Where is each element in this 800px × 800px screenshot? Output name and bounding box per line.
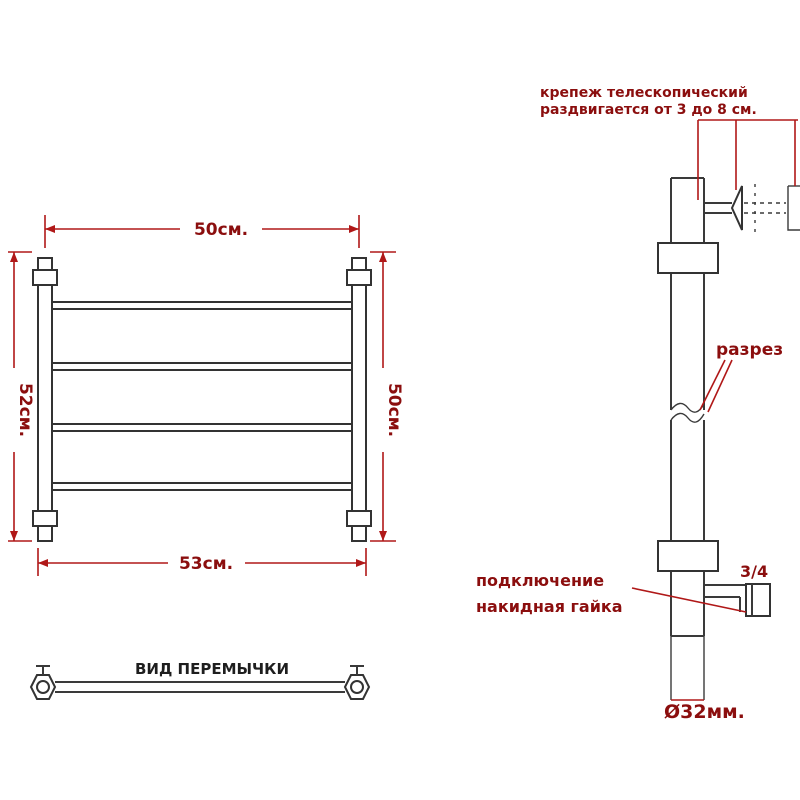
thread-label: 3/4: [740, 562, 768, 581]
side-tube-lower: [670, 420, 705, 637]
connection-label-line1: подключение: [476, 571, 604, 590]
side-nut-top: [657, 242, 719, 274]
rung: [51, 482, 353, 491]
rung: [51, 362, 353, 371]
connection-label-line2: накидная гайка: [476, 597, 623, 616]
nut-bottom-right: [346, 510, 372, 527]
side-tube-upper: [670, 177, 705, 410]
mount-label-line1: крепеж телескопический: [540, 85, 748, 101]
telescopic-mount: [704, 184, 800, 232]
front-view: [32, 257, 372, 542]
dimensions: 50см. 53см. 52см. 50см.: [8, 215, 404, 576]
mount-label-line2: раздвигается от 3 до 8 см.: [540, 102, 757, 118]
rung: [51, 423, 353, 432]
cut-break: [670, 402, 705, 413]
left-post: [37, 257, 53, 542]
rungs: [51, 301, 353, 491]
dimension-height-right: 50см.: [384, 383, 404, 437]
nut-top-right: [346, 269, 372, 286]
dimension-height-left: 52см.: [15, 383, 35, 437]
jumper-view-title: ВИД ПЕРЕМЫЧКИ: [135, 660, 289, 678]
cut-label: разрез: [716, 340, 783, 360]
connection-elbow: [704, 583, 771, 617]
rung: [51, 301, 353, 310]
diameter-label: Ø32мм.: [664, 701, 745, 723]
side-nut-bottom: [657, 540, 719, 572]
side-view: [657, 177, 800, 700]
jumper-view: ВИД ПЕРЕМЫЧКИ: [29, 660, 371, 700]
nut-bottom-left: [32, 510, 58, 527]
connection-nut: [745, 583, 771, 617]
right-post: [351, 257, 367, 542]
nut-top-left: [32, 269, 58, 286]
dimension-width-bottom: 53см.: [179, 554, 233, 574]
side-annotations: крепеж телескопический раздвигается от 3…: [476, 85, 798, 723]
dimension-width-top: 50см.: [194, 220, 248, 240]
